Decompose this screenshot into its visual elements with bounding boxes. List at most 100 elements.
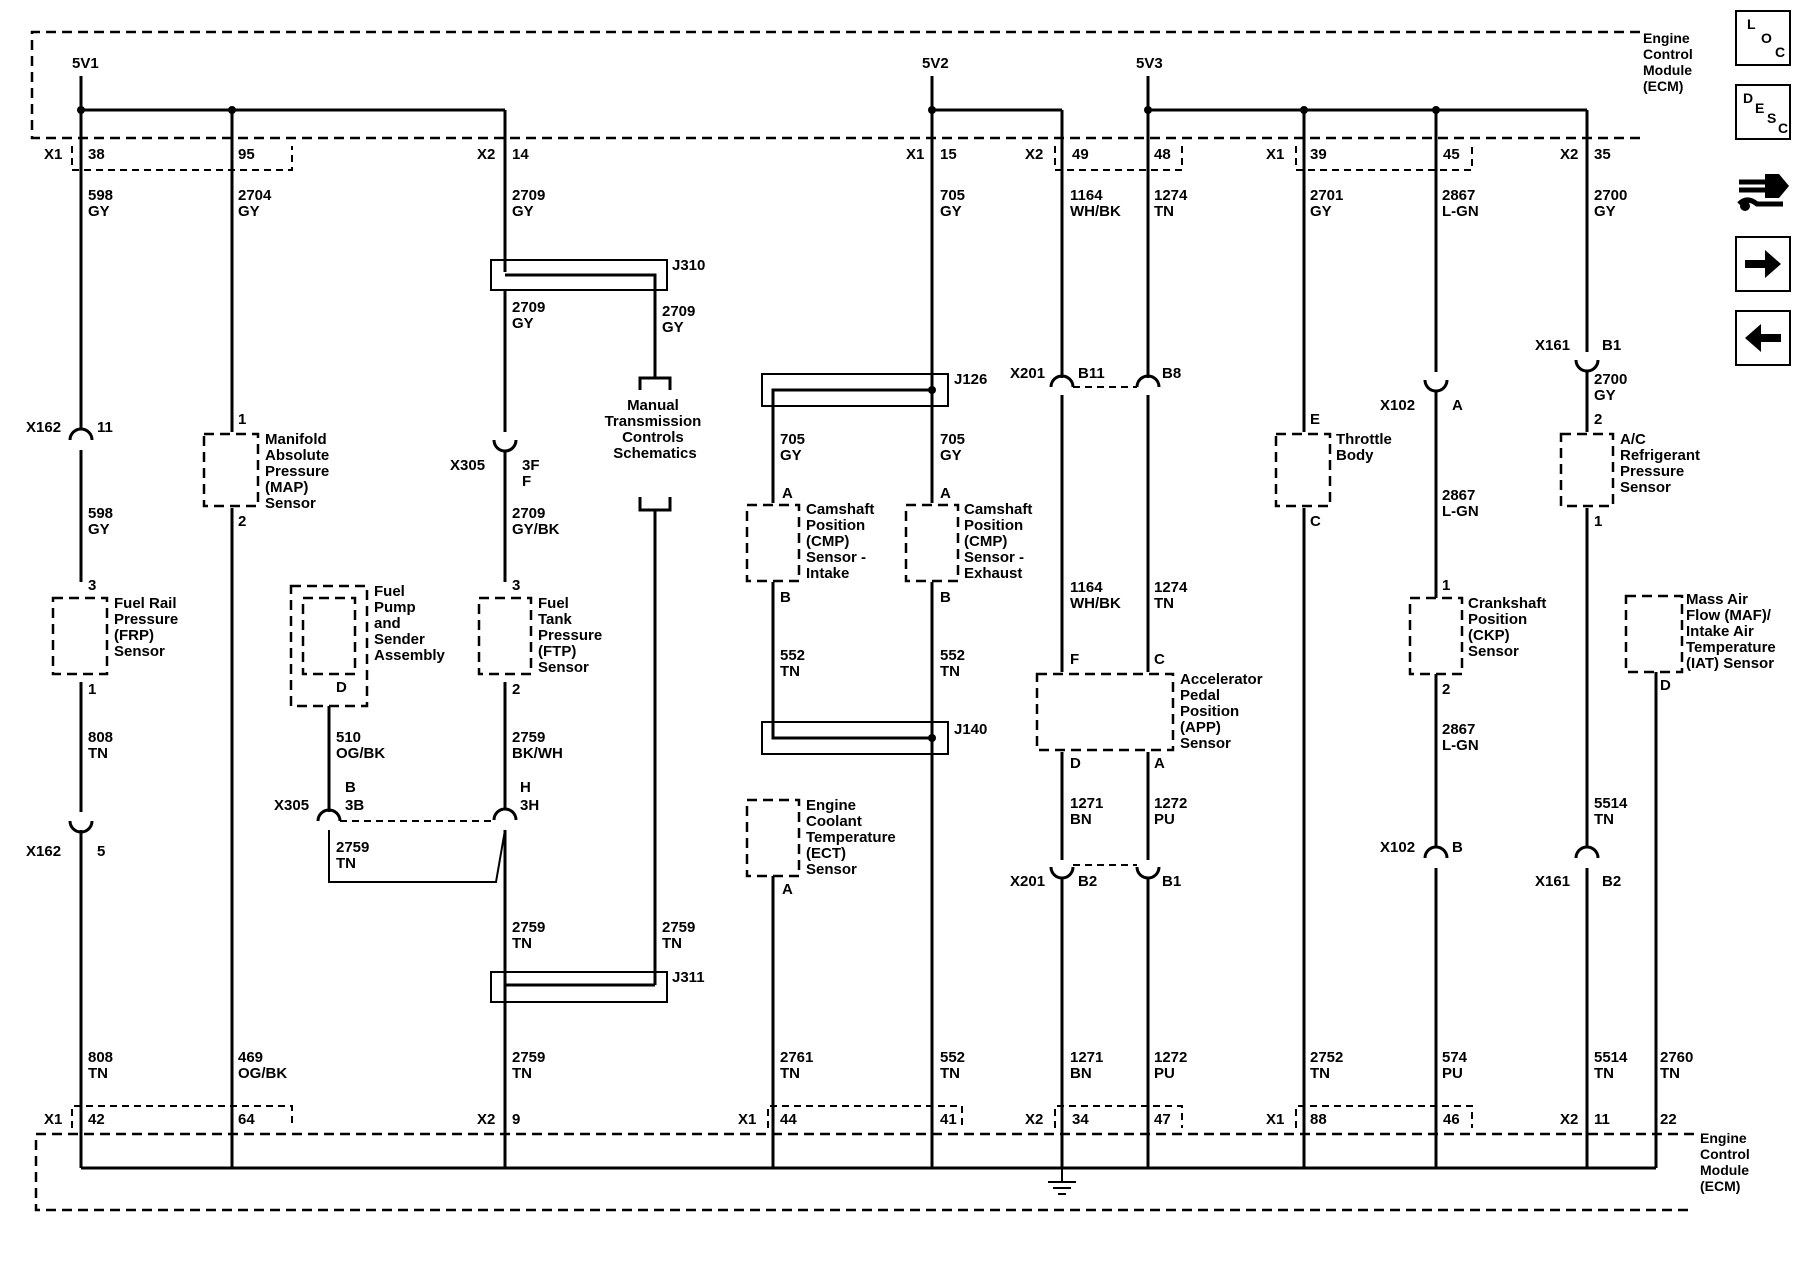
wire-color: TN — [88, 1065, 108, 1082]
component-label-throttle-body: Throttle Body — [1336, 431, 1396, 464]
component-pin: C — [1154, 651, 1165, 668]
top-connector-box — [1295, 146, 1473, 171]
bottom-pin: 88 — [1310, 1111, 1327, 1128]
wire-circuit: 705 — [940, 187, 965, 204]
next-page-button[interactable] — [1735, 236, 1791, 292]
component-label-ftp: Fuel Tank Pressure (FTP) Sensor — [538, 595, 606, 676]
bottom-pin: 9 — [512, 1111, 520, 1128]
wire-color: TN — [940, 663, 960, 680]
manual-trans-bracket-bottom — [638, 497, 672, 512]
inline-connector — [1574, 359, 1600, 373]
connector-pin: B — [1452, 839, 1463, 856]
bottom-connector-group: X1 — [1266, 1111, 1284, 1128]
connector-pin: F — [522, 473, 531, 490]
wire-circuit: 1274 — [1154, 187, 1188, 204]
wire-circuit: 1272 — [1154, 795, 1187, 812]
sensor-ect-box — [745, 798, 801, 878]
wire-color: GY — [940, 203, 962, 220]
bottom-connector-group: X2 — [1025, 1111, 1043, 1128]
ecm-top-boundary — [30, 30, 1640, 140]
bottom-pin: 64 — [238, 1111, 255, 1128]
component-pin: F — [1070, 651, 1079, 668]
wire-color: PU — [1442, 1065, 1463, 1082]
ecm-top-label-line: Engine — [1643, 30, 1690, 46]
inline-connector — [1049, 374, 1075, 388]
ecm-bottom-boundary — [34, 1132, 1694, 1212]
component-pin: 1 — [1594, 513, 1602, 530]
diagnostic-tools-button[interactable] — [1735, 160, 1793, 218]
component-pin: D — [1070, 755, 1081, 772]
connector-pin: B2 — [1078, 873, 1097, 890]
wire-circuit: 2700 — [1594, 371, 1627, 388]
top-pin: 39 — [1310, 146, 1327, 163]
splice-j310-box — [490, 259, 668, 291]
wire-color: OG/BK — [336, 745, 385, 762]
wire-circuit: 705 — [940, 431, 965, 448]
supply-line-5v2 — [930, 76, 1062, 112]
connector-name: X305 — [450, 457, 485, 474]
bottom-connector-box — [1295, 1105, 1473, 1128]
component-pin: 2 — [238, 513, 246, 530]
component-pin: 2 — [1594, 411, 1602, 428]
splice-name: J140 — [954, 721, 987, 738]
bottom-pin: 41 — [940, 1111, 957, 1128]
component-pin: A — [782, 881, 793, 898]
wire-color: GY — [662, 319, 684, 336]
wire-circuit: 2759 — [512, 729, 545, 746]
wire-color: GY — [940, 447, 962, 464]
component-label-manual-trans: Manual Transmission Controls Schematics — [605, 397, 706, 462]
inline-connector — [492, 439, 518, 453]
wire — [771, 582, 932, 740]
top-connector-box — [1054, 146, 1183, 171]
wire-color: PU — [1154, 1065, 1175, 1082]
ecm-bottom-label-line: Control — [1700, 1146, 1750, 1162]
top-connector-group: X1 — [906, 146, 924, 163]
splice-name: J311 — [672, 969, 705, 986]
connector-name: X201 — [1010, 873, 1045, 890]
previous-page-button[interactable] — [1735, 310, 1791, 366]
connector-pin: B1 — [1602, 337, 1621, 354]
throttle-body-box — [1274, 432, 1332, 508]
wire-color: TN — [1660, 1065, 1680, 1082]
top-pin: 95 — [238, 146, 255, 163]
description-button[interactable]: D E S C — [1735, 84, 1791, 140]
bottom-connector-group: X1 — [44, 1111, 62, 1128]
desc-letter: C — [1778, 120, 1789, 136]
wire-color: TN — [88, 745, 108, 762]
splice-j140-box — [761, 721, 949, 755]
wire-color: TN — [1154, 595, 1174, 612]
location-button[interactable]: L O C — [1735, 10, 1791, 66]
junction-dot — [928, 386, 936, 394]
sensor-cmp-intake-box — [745, 503, 801, 583]
connector-pin: 3F — [522, 457, 540, 474]
wire-color: GY — [512, 315, 534, 332]
wire-color: PU — [1154, 811, 1175, 828]
wire-color: GY — [238, 203, 260, 220]
wire-circuit: 2709 — [662, 303, 695, 320]
splice-j126-box — [761, 373, 949, 407]
wire-circuit: 2761 — [780, 1049, 813, 1066]
supply-label-5v2: 5V2 — [922, 55, 949, 72]
component-pin: 1 — [238, 411, 246, 428]
wire-color: GY — [88, 521, 110, 538]
sensor-app-box — [1035, 672, 1175, 752]
connector-pin: 11 — [97, 419, 113, 436]
bottom-connector-group: X2 — [1560, 1111, 1578, 1128]
top-pin: 48 — [1154, 146, 1171, 163]
top-pin: 35 — [1594, 146, 1611, 163]
component-label-ac-pressure: A/C Refrigerant Pressure Sensor — [1620, 431, 1704, 496]
connector-pin: B2 — [1602, 873, 1621, 890]
component-pin: B — [780, 589, 791, 606]
wire-color: L-GN — [1442, 203, 1479, 220]
wire-color: TN — [1594, 811, 1614, 828]
ecm-bottom-label-line: (ECM) — [1700, 1178, 1740, 1194]
wire-color: GY — [1310, 203, 1332, 220]
component-pin: 3 — [512, 577, 520, 594]
supply-line-5v1 — [79, 76, 505, 112]
component-label-ckp: Crankshaft Position (CKP) Sensor — [1468, 595, 1551, 660]
wire-circuit: 1274 — [1154, 579, 1188, 596]
component-pin: 2 — [1442, 681, 1450, 698]
manual-trans-bracket-top — [638, 376, 672, 390]
wire-color: GY — [1594, 203, 1616, 220]
wire — [505, 273, 657, 378]
